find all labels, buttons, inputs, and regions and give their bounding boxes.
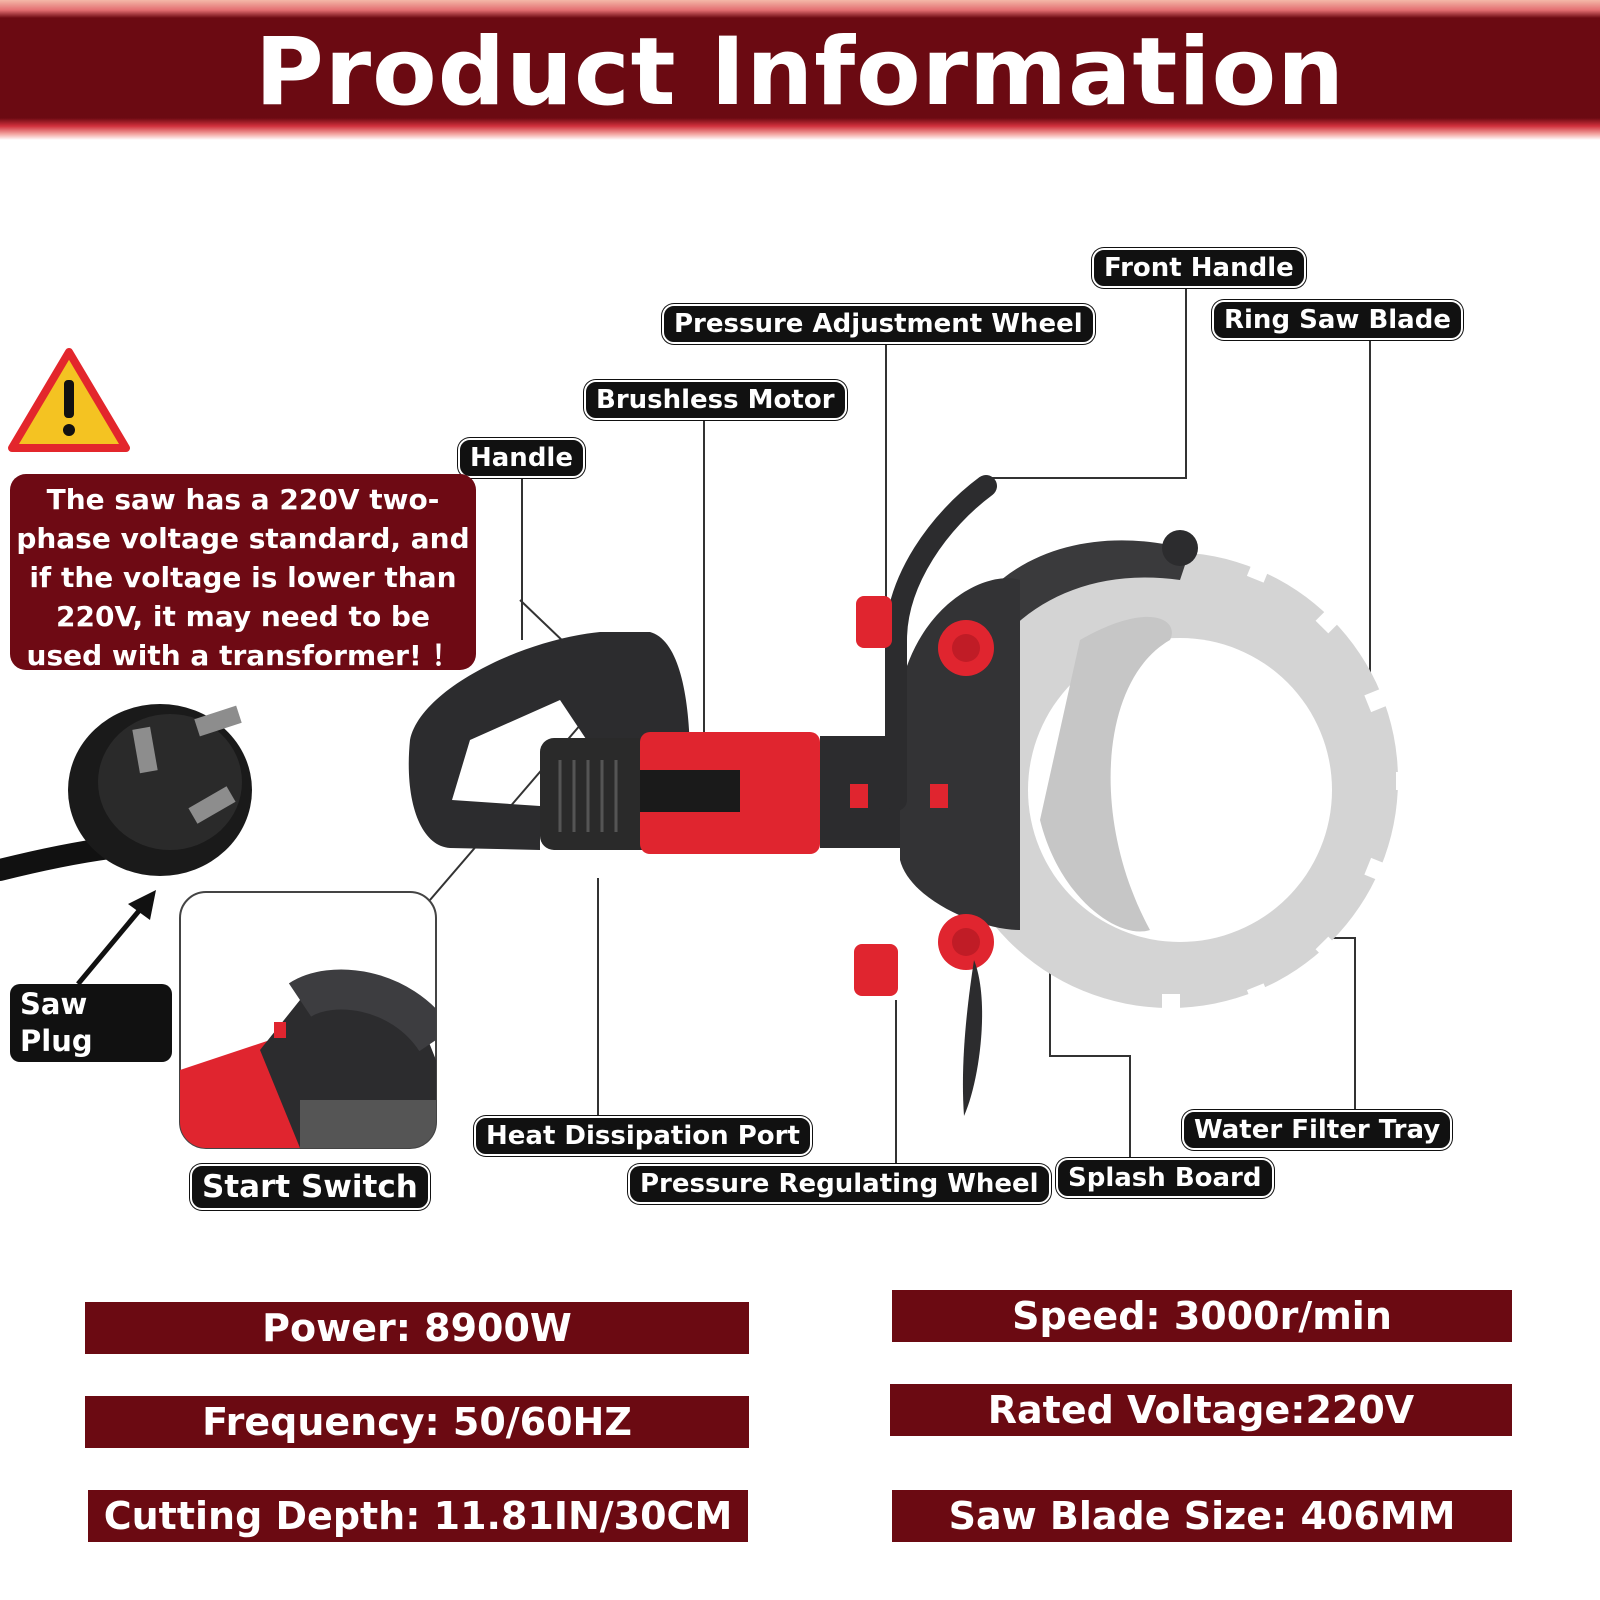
callout-ring-saw-blade: Ring Saw Blade bbox=[1212, 300, 1463, 340]
callout-water-filter-tray: Water Filter Tray bbox=[1182, 1110, 1453, 1150]
power-plug-icon bbox=[0, 704, 252, 881]
callout-heat-dissipation-port: Heat Dissipation Port bbox=[474, 1116, 812, 1156]
spec-frequency: Frequency: 50/60HZ bbox=[85, 1396, 749, 1448]
page-title: Product Information bbox=[254, 18, 1346, 127]
spec-power: Power: 8900W bbox=[85, 1302, 749, 1354]
spec-rated-voltage: Rated Voltage:220V bbox=[890, 1384, 1512, 1436]
ring-saw-blade-graphic bbox=[942, 530, 1416, 1014]
callout-brushless-motor: Brushless Motor bbox=[584, 380, 847, 420]
callout-start-switch: Start Switch bbox=[190, 1164, 430, 1210]
arrow-up-right-icon bbox=[76, 890, 156, 986]
start-switch-inset bbox=[179, 891, 437, 1149]
spec-cutting-depth: Cutting Depth: 11.81IN/30CM bbox=[88, 1490, 748, 1542]
voltage-warning: The saw has a 220V two-phase voltage sta… bbox=[10, 474, 476, 672]
spec-blade-size: Saw Blade Size: 406MM bbox=[892, 1490, 1512, 1542]
header-banner: Product Information bbox=[0, 0, 1600, 140]
tool-body-graphic bbox=[408, 475, 1020, 1116]
callout-splash-board: Splash Board bbox=[1056, 1158, 1274, 1198]
callout-saw-plug-display: Saw Plug Display bbox=[10, 984, 172, 1095]
callout-handle: Handle bbox=[458, 438, 585, 478]
callout-pressure-adjustment-wheel: Pressure Adjustment Wheel bbox=[662, 304, 1095, 344]
callout-front-handle: Front Handle bbox=[1092, 248, 1306, 288]
callout-pressure-regulating-wheel: Pressure Regulating Wheel bbox=[628, 1164, 1051, 1204]
warning-triangle-icon bbox=[8, 348, 130, 452]
spec-speed: Speed: 3000r/min bbox=[892, 1290, 1512, 1342]
